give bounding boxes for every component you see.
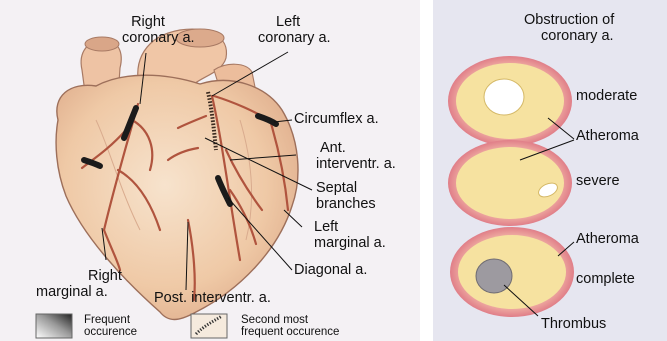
circumflex-label: Circumflex a. <box>294 111 379 127</box>
frequent-swatch <box>36 314 72 338</box>
post-interventr-label: Post. interventr. a. <box>154 290 271 306</box>
ant-interventr-label: Ant. interventr. a. <box>316 140 396 172</box>
vessel-cross-sections <box>448 56 574 317</box>
obstruction-title: Obstruction of coronary a. <box>524 12 614 44</box>
vessel-severe <box>448 140 572 226</box>
moderate-label: moderate <box>576 88 637 104</box>
legend-frequent-text: Frequent occurence <box>84 314 137 338</box>
septal-branches-label: Septal branches <box>316 180 376 212</box>
left-coronary-label: Left coronary a. <box>258 14 331 46</box>
vessel-moderate <box>448 56 572 146</box>
left-marginal-label: Left marginal a. <box>314 219 386 251</box>
atheroma-label-1: Atheroma <box>576 128 639 144</box>
severe-label: severe <box>576 173 620 189</box>
right-marginal-label: Right marginal a. <box>36 268 122 300</box>
diagonal-label: Diagonal a. <box>294 262 367 278</box>
right-coronary-label: Right coronary a. <box>122 14 174 46</box>
legend-second-text: Second most frequent occurence <box>241 314 339 338</box>
atheroma-label-2: Atheroma <box>576 231 639 247</box>
thrombus-label: Thrombus <box>541 316 606 332</box>
vessel-complete <box>450 227 574 317</box>
complete-label: complete <box>576 271 635 287</box>
